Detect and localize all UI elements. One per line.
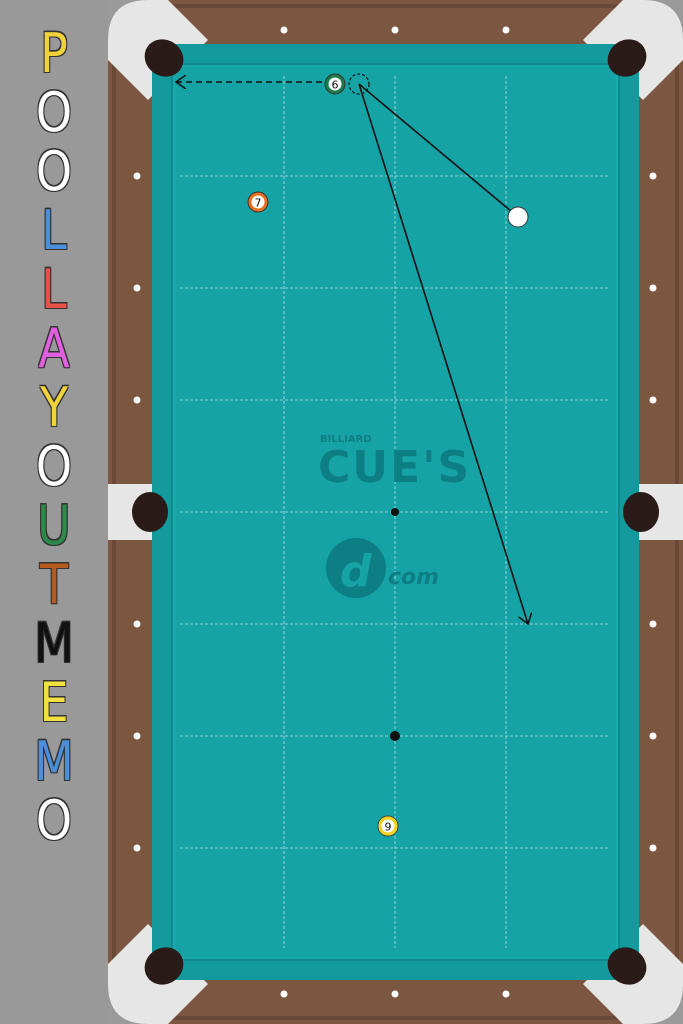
- watermark-logo-letter: d: [340, 546, 372, 597]
- pocket-middle-left: [132, 492, 168, 532]
- pocket-middle-right: [623, 492, 659, 532]
- watermark-logo-suffix: com: [388, 565, 439, 590]
- ball-6-number: 6: [332, 79, 339, 92]
- title-letter: Y: [39, 375, 69, 439]
- pocket-top-right: [607, 39, 647, 77]
- title-letter: O: [35, 80, 73, 144]
- pocket-bottom-right: [607, 947, 647, 985]
- rail-diamonds: [133, 26, 657, 998]
- title-letter: U: [37, 493, 71, 557]
- center-spot: [391, 508, 399, 516]
- watermark: BILLIARD CUE'S d com: [318, 434, 471, 598]
- ghost-ball: [348, 73, 370, 95]
- pockets: [132, 39, 659, 985]
- cue-deflection-arrow: [358, 83, 528, 624]
- shot-lines: [176, 73, 528, 624]
- ball-9-number: 9: [385, 821, 392, 834]
- title-letter: O: [35, 434, 73, 498]
- pocket-bottom-left: [144, 947, 184, 985]
- title-letter: L: [41, 257, 67, 321]
- title-letter: A: [38, 316, 70, 380]
- foot-spot: [390, 731, 400, 741]
- ball-6[interactable]: 6: [324, 73, 346, 95]
- cushion-bevel: [173, 65, 618, 959]
- pool-table[interactable]: BILLIARD CUE'S d com 6 7 9: [108, 0, 683, 1024]
- title-letter: O: [35, 139, 73, 203]
- cue-path-line: [358, 83, 519, 218]
- title-letter: L: [41, 198, 67, 262]
- watermark-logo-circle: [326, 538, 386, 598]
- ball-9[interactable]: 9: [377, 815, 399, 837]
- title-letter: M: [34, 729, 74, 793]
- pocket-top-left: [144, 39, 184, 77]
- ball-7-number: 7: [255, 197, 262, 210]
- title-letter: E: [39, 670, 69, 734]
- title-letter: M: [34, 611, 74, 675]
- watermark-small-text: BILLIARD: [320, 434, 372, 445]
- title-letter: T: [39, 552, 69, 616]
- ball-7[interactable]: 7: [247, 191, 269, 213]
- felt-edge: [171, 63, 620, 961]
- watermark-big-text: CUE'S: [318, 442, 471, 493]
- title-letter: P: [40, 21, 68, 85]
- felt-grid: [180, 76, 608, 948]
- cue-ball[interactable]: [507, 206, 529, 228]
- title-letter: O: [35, 788, 73, 852]
